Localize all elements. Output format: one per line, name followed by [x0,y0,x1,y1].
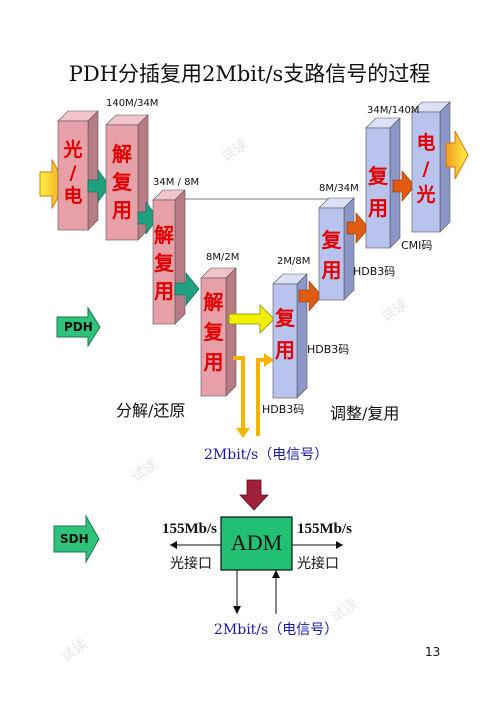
box-char: 光 [63,139,83,161]
box-char: 用 [203,350,224,374]
adjust-label: 调整/复用 [330,404,400,423]
box-char: 解 [203,290,224,314]
box-char: / [69,162,77,184]
box-char: / [422,158,430,180]
page-title: PDH分插复用2Mbit/s支路信号的过程 [68,62,431,86]
orange-arrow-3 [392,170,416,202]
pdh-tributary-label: 2Mbit/s（电信号） [204,447,329,463]
rate-2-8: 2M/8M [277,256,311,267]
code-hdb3-c: HDB3码 [353,265,396,278]
rate-right: 155Mb/s [297,521,353,537]
box-char: 用 [112,198,132,222]
page-number: 13 [425,645,441,659]
mux1-label: 复 用 [273,302,297,366]
demux2-label: 解 复 用 [153,221,175,305]
pdh-tag: PDH [64,320,93,334]
adm-box [220,516,293,571]
code-hdb3-a: HDB3码 [262,403,305,416]
box-char: 解 [154,223,174,247]
box-char: 电 [63,185,83,207]
box-char: 复 [112,170,132,194]
rate-34-8: 34M / 8M [153,177,200,188]
mux3-label: 复 用 [366,160,390,224]
mux3-box [365,117,401,249]
teal-arrow-1 [87,169,111,203]
demux3-box [200,267,237,397]
box-char: 用 [368,196,388,220]
add-drop-arrow [239,479,269,511]
rate-34-140: 34M/140M [367,105,420,116]
box-char: 光 [416,184,436,206]
box-char: 复 [275,306,295,330]
box-char: 用 [154,279,174,303]
orange-arrow-2 [346,212,370,244]
box-char: 复 [368,164,388,188]
mux2-label: 复 用 [319,225,344,285]
pdh-tag-shape [56,306,101,348]
code-cmi: CMI码 [401,239,433,252]
demux1-box [105,114,149,241]
box-char: 复 [321,228,342,252]
box-char: 电 [416,132,436,154]
port-right: 光接口 [297,556,339,572]
code-hdb3-b: HDB3码 [307,343,350,356]
mux1-box [272,273,308,399]
box-char: 复 [154,251,174,275]
box-char: 解 [112,142,132,166]
decompose-label: 分解/还原 [116,401,186,420]
eo-converter-box [411,101,451,233]
yellow-arrow [228,304,275,334]
rate-8-34: 8M/34M [319,183,359,194]
teal-arrow-2 [137,201,159,235]
teal-arrow-3 [174,272,200,306]
sdh-tag-shape [53,514,100,564]
adm-label: ADM [230,530,283,555]
orange-arrow-1 [298,280,323,312]
rate-left: 155Mb/s [162,521,218,537]
sdh-tributary-label: 2Mbit/s（电信号） [214,622,339,638]
box-char: 复 [203,320,224,344]
box-char: 用 [275,338,295,362]
rate-8-2: 8M/2M [206,252,240,263]
oe-converter-label: 光 / 电 [58,139,88,208]
rate-140-34: 140M/34M [106,98,159,109]
demux3-label: 解 复 用 [201,287,226,377]
demux1-label: 解 复 用 [106,140,138,224]
sdh-tag: SDH [60,532,89,546]
port-left: 光接口 [170,556,212,572]
oe-converter-box [57,110,99,231]
tributary-arrows [233,353,274,438]
box-char: 用 [321,258,342,282]
optical-output-arrow [445,130,469,180]
eo-converter-label: 电 / 光 [412,130,440,208]
